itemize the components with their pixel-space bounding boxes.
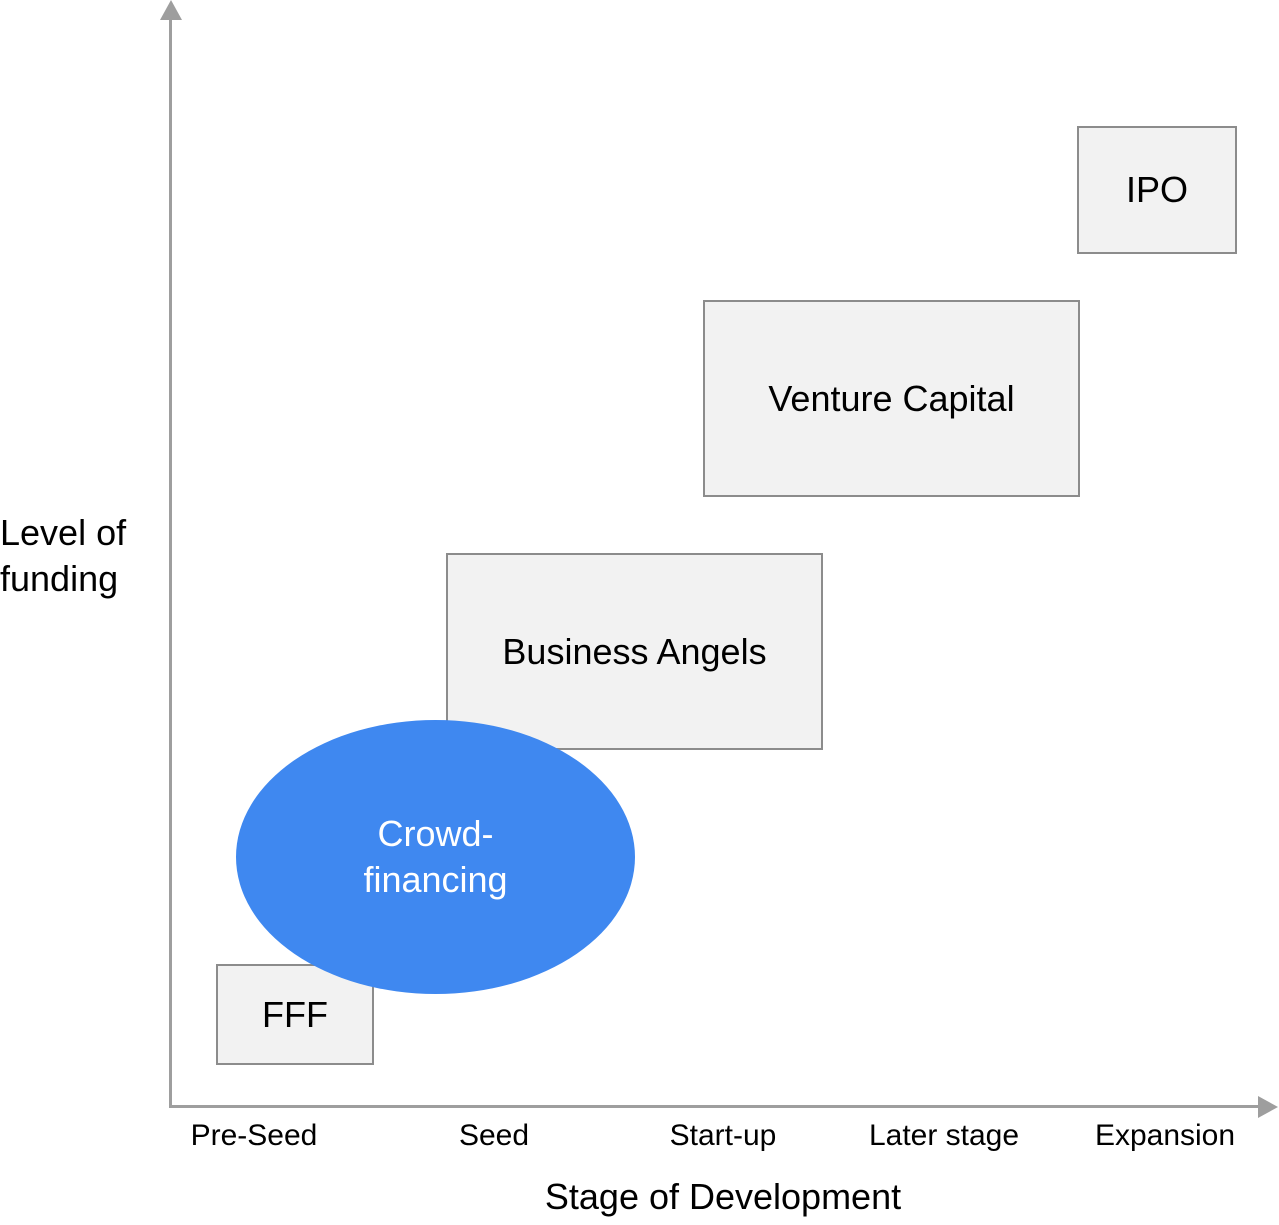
x-tick-seed: Seed bbox=[458, 1119, 530, 1152]
x-tick-expansion: Expansion bbox=[1094, 1119, 1236, 1152]
x-axis bbox=[169, 1105, 1263, 1108]
y-axis-label: Level of funding bbox=[0, 510, 160, 602]
crowdfinancing-label: Crowd- financing bbox=[336, 811, 536, 903]
x-tick-later-stage: Later stage bbox=[868, 1119, 1020, 1152]
y-axis-label-line2: funding bbox=[0, 558, 119, 599]
crowdfinancing-label-line1: Crowd- bbox=[377, 813, 494, 854]
x-axis-arrow-icon bbox=[1258, 1096, 1278, 1118]
ipo-label: IPO bbox=[1125, 169, 1188, 210]
crowdfinancing-ellipse: Crowd- financing bbox=[236, 720, 635, 994]
ipo-box: IPO bbox=[1077, 126, 1237, 254]
y-axis-label-line1: Level of bbox=[0, 512, 127, 553]
venture-capital-label: Venture Capital bbox=[768, 377, 1015, 419]
business-angels-box: Business Angels bbox=[446, 553, 823, 750]
y-axis bbox=[169, 10, 172, 1108]
venture-capital-box: Venture Capital bbox=[703, 300, 1080, 497]
x-tick-start-up: Start-up bbox=[669, 1119, 777, 1152]
x-axis-title: Stage of Development bbox=[544, 1176, 902, 1217]
y-axis-arrow-icon bbox=[160, 0, 182, 20]
fff-label: FFF bbox=[262, 993, 328, 1035]
fff-box: FFF bbox=[216, 964, 374, 1065]
crowdfinancing-label-line2: financing bbox=[363, 859, 508, 900]
business-angels-label: Business Angels bbox=[502, 630, 767, 672]
x-tick-pre-seed: Pre-Seed bbox=[190, 1119, 318, 1152]
